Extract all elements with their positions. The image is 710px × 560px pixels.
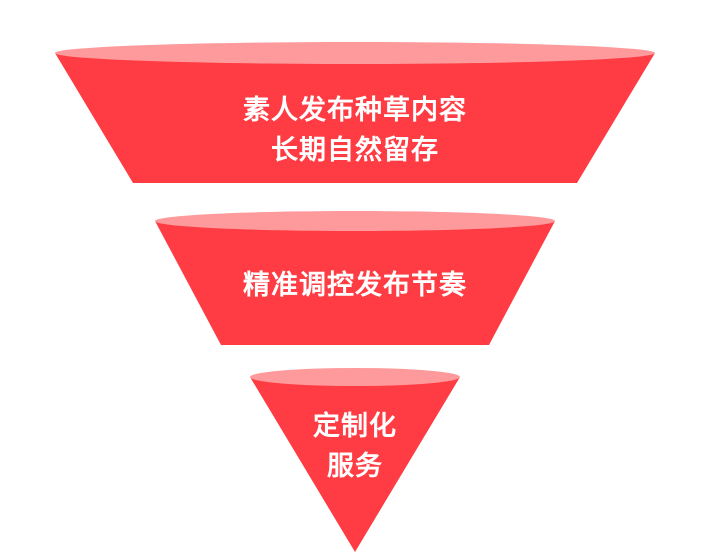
funnel-tier-3-body bbox=[250, 377, 460, 552]
funnel-tier-3-rim bbox=[250, 368, 460, 386]
funnel-tier-3-line-1: 定制化 bbox=[313, 411, 397, 442]
funnel-tier-2-line-1: 精准调控发布节奏 bbox=[243, 270, 467, 301]
funnel-tier-1-rim bbox=[55, 42, 655, 64]
funnel-tier-1-label: 素人发布种草内容 长期自然留存 bbox=[0, 91, 710, 171]
funnel-tier-2-rim bbox=[155, 211, 555, 231]
funnel-tier-2-label: 精准调控发布节奏 bbox=[0, 266, 710, 306]
funnel-tier-1-line-1: 素人发布种草内容 bbox=[243, 95, 467, 126]
funnel-tier-3-label: 定制化 服务 bbox=[0, 407, 710, 487]
funnel-tier-2 bbox=[155, 211, 555, 345]
funnel-tier-2-body bbox=[155, 221, 555, 345]
funnel-tier-1-body bbox=[55, 53, 655, 183]
funnel-tier-1 bbox=[55, 42, 655, 183]
funnel-tier-3-line-2: 服务 bbox=[327, 451, 383, 482]
funnel-tier-1-line-2: 长期自然留存 bbox=[271, 135, 439, 166]
funnel-tier-3 bbox=[250, 368, 460, 552]
